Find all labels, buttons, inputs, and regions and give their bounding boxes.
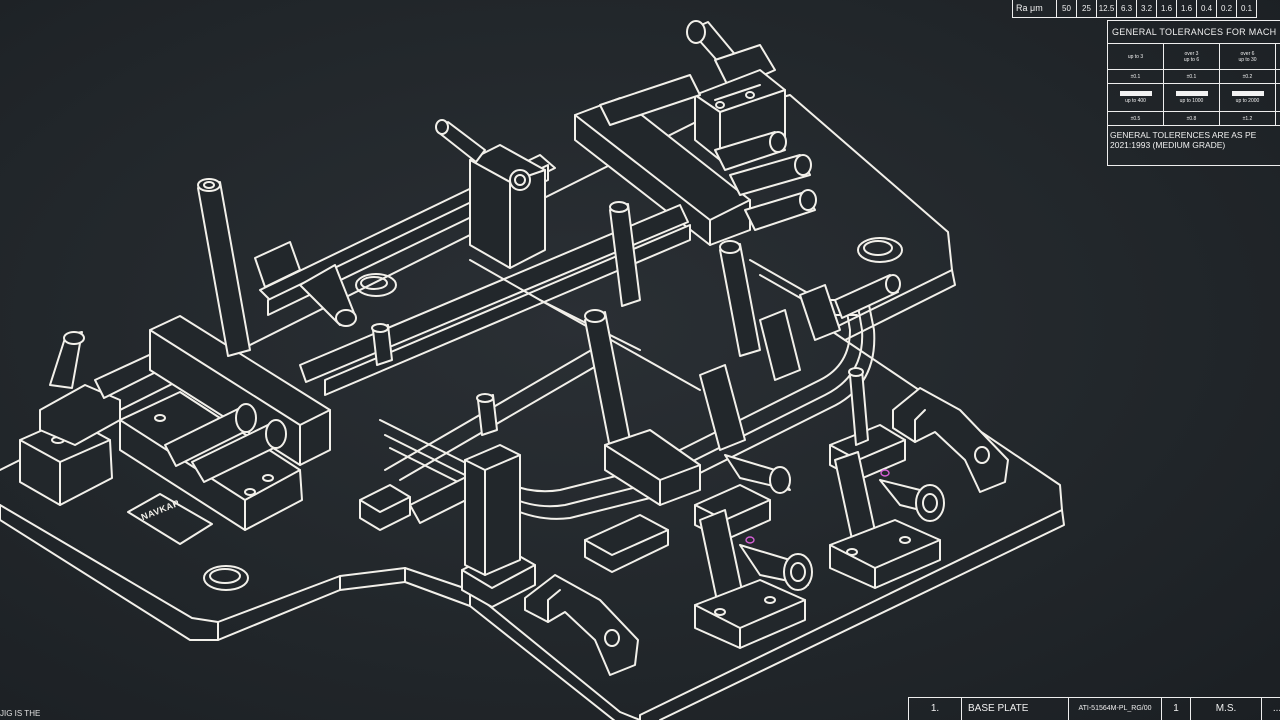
roughness-value: 0.4 bbox=[1197, 0, 1217, 17]
tolerance-cell: up to 1000 bbox=[1164, 84, 1220, 111]
roughness-value: 0.1 bbox=[1237, 0, 1257, 17]
tolerance-cell: over 3 up to 6 bbox=[1164, 44, 1220, 69]
tolerance-table-title: GENERAL TOLERANCES FOR MACH bbox=[1108, 21, 1280, 44]
tolerance-note: GENERAL TOLERENCES ARE AS PE 2021:1993 (… bbox=[1108, 126, 1280, 150]
tolerance-cell: ±0.1 bbox=[1164, 70, 1220, 83]
extra-cell: ... bbox=[1262, 698, 1280, 720]
center-pillars bbox=[371, 201, 761, 449]
tolerance-cell: ±1.2 bbox=[1220, 112, 1276, 125]
general-tolerances-table: GENERAL TOLERANCES FOR MACH up to 3 over… bbox=[1107, 20, 1280, 166]
tolerance-cell: ±0.8 bbox=[1164, 112, 1220, 125]
left-toggle-clamp bbox=[19, 331, 169, 506]
tolerance-cell: ±0.1 bbox=[1108, 70, 1164, 83]
left-vertical-post bbox=[197, 178, 251, 357]
tolerance-cell-text: up to 2000 bbox=[1235, 98, 1260, 104]
magenta-markers bbox=[745, 469, 890, 544]
part-code: ATI-51564M-PL_RG/00 bbox=[1069, 698, 1162, 720]
tolerance-cell bbox=[1276, 112, 1280, 125]
roughness-value: 12.5 bbox=[1097, 0, 1117, 17]
tolerance-cell: over 6 up to 30 bbox=[1220, 44, 1276, 69]
right-clamp-arm bbox=[574, 74, 817, 246]
tolerance-row: ±0.5 ±0.8 ±1.2 bbox=[1108, 112, 1280, 126]
back-support-block bbox=[435, 119, 546, 269]
tolerance-row: ±0.1 ±0.1 ±0.2 bbox=[1108, 70, 1280, 84]
tolerance-note-line: GENERAL TOLERENCES ARE AS PE bbox=[1110, 130, 1257, 140]
quantity: 1 bbox=[1162, 698, 1191, 720]
part-name: BASE PLATE bbox=[962, 698, 1069, 720]
tolerance-cell bbox=[1276, 84, 1280, 111]
tolerance-cell: ±0.2 bbox=[1220, 70, 1276, 83]
roughness-value: 3.2 bbox=[1137, 0, 1157, 17]
tolerance-cell: up to 3 bbox=[1108, 44, 1164, 69]
tolerance-cell: ±0.5 bbox=[1108, 112, 1164, 125]
tolerance-cell bbox=[1276, 70, 1280, 83]
cross-bars bbox=[299, 204, 701, 481]
bom-title-block: 1. BASE PLATE ATI-51564M-PL_RG/00 1 M.S.… bbox=[908, 697, 1280, 720]
left-note-text: JIG IS THE bbox=[0, 709, 41, 718]
roughness-value: 50 bbox=[1057, 0, 1077, 17]
tolerance-row: up to 3 over 3 up to 6 over 6 up to 30 bbox=[1108, 44, 1280, 70]
roughness-label: Ra μm bbox=[1013, 0, 1057, 17]
roughness-value: 1.6 bbox=[1157, 0, 1177, 17]
roughness-value: 0.2 bbox=[1217, 0, 1237, 17]
tolerance-cell-text: up to 1000 bbox=[1179, 98, 1204, 104]
item-number: 1. bbox=[909, 698, 962, 720]
front-stations bbox=[604, 424, 945, 649]
right-pillars bbox=[699, 274, 901, 451]
tolerance-cell-text: up to 400 bbox=[1125, 98, 1146, 104]
handles bbox=[524, 387, 1009, 676]
left-clamp-block bbox=[119, 315, 331, 531]
tolerance-note-line: 2021:1993 (MEDIUM GRADE) bbox=[1110, 140, 1226, 150]
support-blocks bbox=[359, 444, 669, 608]
tolerance-cell: up to 2000 bbox=[1220, 84, 1276, 111]
surface-roughness-table: Ra μm 50 25 12.5 6.3 3.2 1.6 1.6 0.4 0.2… bbox=[1012, 0, 1257, 18]
material: M.S. bbox=[1191, 698, 1262, 720]
tolerance-cell bbox=[1276, 44, 1280, 69]
tolerance-row: up to 400 up to 1000 up to 2000 bbox=[1108, 84, 1280, 112]
roughness-value: 25 bbox=[1077, 0, 1097, 17]
roughness-value: 6.3 bbox=[1117, 0, 1137, 17]
roughness-value: 1.6 bbox=[1177, 0, 1197, 17]
tolerance-cell: up to 400 bbox=[1108, 84, 1164, 111]
